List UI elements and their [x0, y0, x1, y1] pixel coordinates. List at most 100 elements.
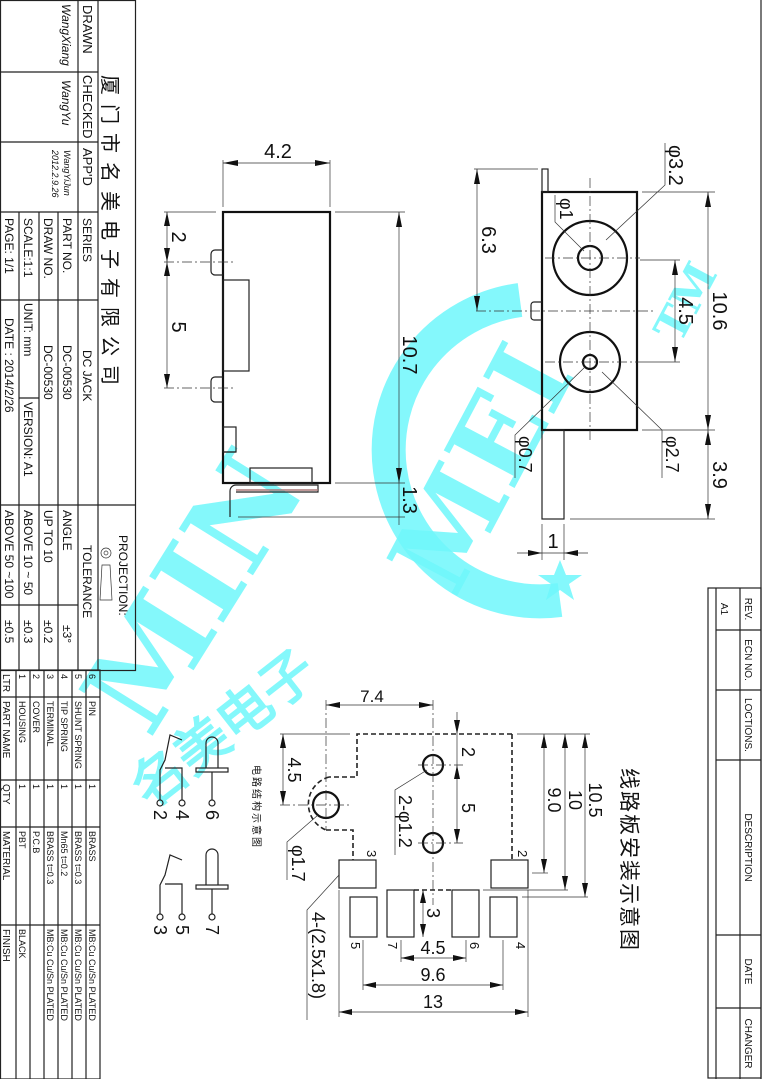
pin-label-2: 2 — [150, 810, 170, 820]
dim-9-0: 9.0 — [544, 787, 564, 812]
label-scale: SCALE:1:1 — [21, 218, 35, 278]
bom-header-cell: LTR — [0, 674, 11, 692]
watermark-logo: MIN MEI TM 名美电子 — [55, 254, 728, 820]
bom-header-cell: FINISH — [0, 929, 11, 962]
tolerance-label-2: UP TO 10 — [41, 510, 55, 563]
bom-cell: BRASS t=0.3 — [73, 831, 83, 884]
dim-9-6: 9.6 — [420, 965, 445, 985]
pin-label-6: 6 — [202, 810, 222, 820]
projection-label: PROJECTION: — [116, 535, 130, 616]
dim-3: 3 — [423, 908, 443, 918]
bom-cell: BRASS t=0.3 — [45, 831, 55, 884]
dim-5: 5 — [458, 803, 478, 813]
bom-cell: 3 — [45, 674, 55, 679]
pad-number-2: 2 — [515, 850, 530, 857]
bom-cell: 6 — [87, 674, 97, 679]
dim-top-offset: 6.3 — [477, 226, 499, 254]
label-phi-1: φ1 — [556, 198, 576, 220]
value-draw-no: DC-00530 — [41, 345, 55, 400]
value-version: VERSION: A1 — [21, 402, 35, 477]
signature-drawn: WangXiang — [59, 4, 73, 66]
bom-cell: 1 — [59, 784, 69, 789]
schematic-title: 电路结构示意图 — [250, 765, 263, 849]
bom-cell: 1 — [17, 674, 27, 679]
label-phi-2-7: φ2.7 — [662, 436, 682, 473]
side-view: 4.2 2 5 10.7 1.3 — [164, 141, 420, 525]
bom-cell: P.C.B — [31, 831, 41, 853]
bom-cell: PIN — [87, 701, 97, 716]
pad-number-3: 3 — [364, 850, 379, 857]
bom-cell: HOUSING — [17, 701, 27, 743]
dim-7-4: 7.4 — [360, 687, 384, 706]
pad-5 — [349, 896, 378, 938]
pcb-layout: 3 2 5 7 6 4 7.4 4.5 2 5 2-φ1.2 φ1.7 4-(2… — [280, 687, 640, 1020]
pin-label-7: 7 — [202, 925, 222, 935]
label-phi-3-2: φ3.2 — [664, 145, 686, 186]
bom-cell: MB:Cu Cu/Sn PLATED — [59, 929, 69, 1021]
tolerance-table: PROJECTION: TOLERANCE ANGLE ±3° UP TO 10… — [2, 510, 130, 644]
label-series: SERIES — [80, 218, 94, 262]
dim-pitch-5: 5 — [167, 321, 189, 332]
dim-hole-pitch: 4.5 — [674, 297, 696, 325]
title-block: 厦门市名美电子有限公司 DRAWN CHECKED APP'D WangXian… — [0, 0, 137, 672]
bom-cell: 1 — [45, 784, 55, 789]
tolerance-value-1: ±3° — [60, 625, 74, 643]
bom-header-cell: PART NAME — [0, 701, 11, 759]
pad-3 — [338, 859, 377, 889]
bom-cell: TIP SPRING — [59, 701, 69, 752]
bom-cell: 1 — [87, 784, 97, 789]
revision-header-cell: ECN NO. — [742, 639, 753, 681]
value-date: DATE : 2014/2/26 — [2, 318, 16, 413]
watermark-arc — [371, 283, 563, 619]
bom-cell: TERMINAL — [45, 701, 55, 747]
dim-body-height: 10.6 — [708, 292, 730, 331]
pin-label-3: 3 — [150, 925, 170, 935]
pcb-title: 线路板安装示意图 — [617, 768, 640, 952]
dim-10-5: 10.5 — [585, 782, 605, 817]
watermark-star-icon — [538, 560, 582, 600]
bom-cell: BLACK — [17, 929, 27, 959]
tolerance-value-2: ±0.2 — [41, 620, 55, 644]
bom-header-cell: QTY — [0, 784, 11, 805]
revision-header-cell: DATE — [742, 959, 753, 985]
pad-6 — [451, 889, 480, 938]
circuit-schematic: 电路结构示意图 2 4 6 3 5 7 — [150, 734, 263, 935]
value-part-no: DC-00530 — [60, 345, 74, 400]
pad-number-5: 5 — [348, 942, 363, 949]
pad-number-4: 4 — [513, 942, 528, 949]
revision-header-cell: DESCRIPTION — [742, 813, 753, 881]
signature-checked: WangYu — [59, 80, 73, 126]
tolerance-label-3: ABOVE 10 ~ 50 — [21, 510, 35, 595]
tolerance-header: TOLERANCE — [80, 545, 94, 618]
bom-cell: MB:Cu Cu/Sn PLATED — [87, 929, 97, 1021]
label-draw-no: DRAW NO. — [41, 218, 55, 279]
value-series: DC JACK — [80, 350, 94, 401]
dim-4-5-vertical: 4.5 — [284, 757, 304, 782]
dim-lead: 1.3 — [398, 486, 420, 514]
bom-cell: 1 — [73, 784, 83, 789]
bom-cell: COVER — [31, 701, 41, 734]
revision-header-cell: REV. — [742, 598, 753, 620]
tolerance-label-4: ABOVE 50 ~100 — [2, 510, 16, 599]
bom-header-cell: MATERIAL — [0, 831, 11, 881]
revision-cell: A1 — [718, 603, 729, 616]
dim-width: 4.2 — [264, 141, 292, 163]
tolerance-value-4: ±0.5 — [2, 620, 16, 644]
dim-lead-length: 3.9 — [708, 461, 730, 489]
bom-cell: PBT — [17, 831, 27, 849]
value-unit: UNIT: mm — [21, 303, 35, 356]
label-phi-1-7: φ1.7 — [288, 845, 308, 882]
projection-symbol-icon — [99, 547, 113, 601]
revision-header-cell: CHANGER — [742, 1018, 753, 1068]
bom-cell: 1 — [17, 784, 27, 789]
company-name: 厦门市名美电子有限公司 — [98, 75, 121, 394]
bom-cell: BRASS — [87, 831, 97, 862]
dim-4-5-horizontal: 4.5 — [420, 938, 445, 958]
label-checked: CHECKED — [80, 75, 95, 139]
bom-cell: SHUNT SPRING — [73, 701, 83, 769]
front-view: 6.3 4.5 10.6 3.9 1 φ3.2 φ1 φ0.7 φ2.7 — [474, 143, 730, 560]
label-drawn: DRAWN — [80, 5, 95, 54]
bom-cell: 1 — [31, 784, 41, 789]
